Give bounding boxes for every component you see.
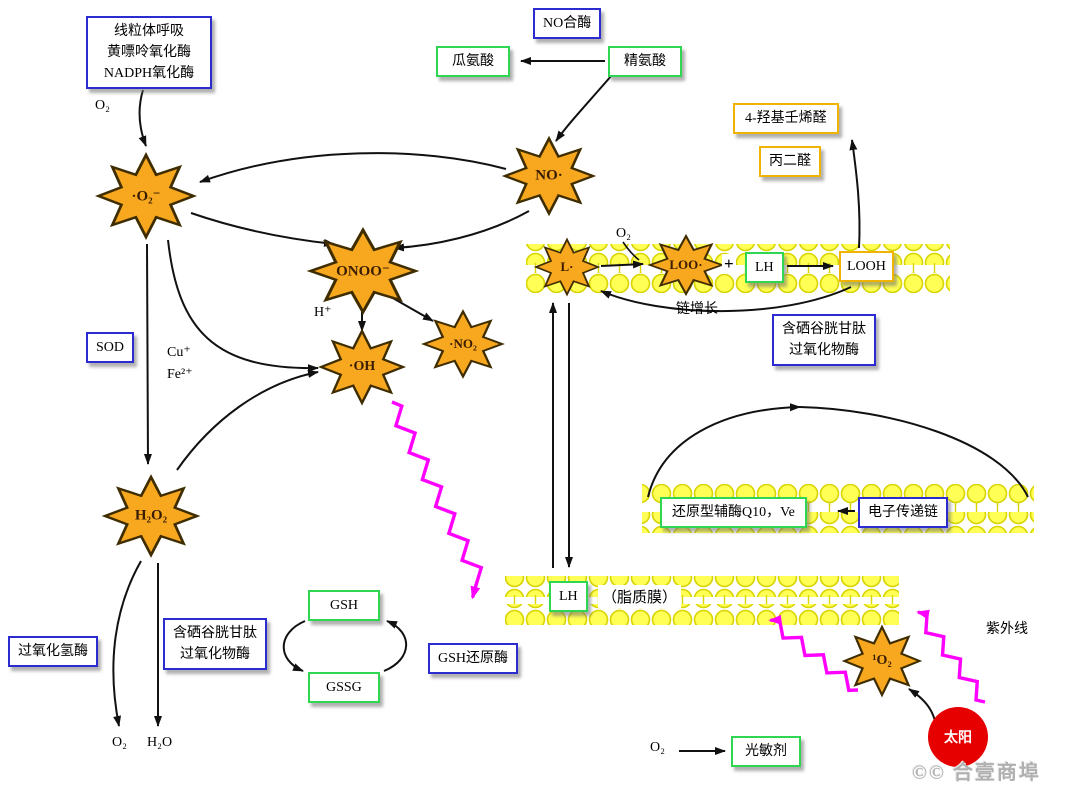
gpx-left-line: 含硒谷胱甘肽 (173, 626, 257, 641)
gpx-right-line: 含硒谷胱甘肽 (782, 322, 866, 337)
box-no-synthase: NO合酶 (533, 8, 602, 39)
sun-icon (928, 707, 988, 767)
ros-source-line: NADPH氧化酶 (103, 66, 195, 81)
h2o2-label: H₂O₂ (134, 507, 168, 524)
box-ros-sources: 线粒体呼吸 黄嘌呤氧化酶 NADPH氧化酶 (86, 16, 212, 89)
watermark-text: 合壹商埠 (952, 762, 1041, 784)
box-looh: LOOH (839, 251, 894, 282)
box-lh-top: LH (745, 252, 784, 283)
superoxide-label: ·O₂⁻ (131, 188, 161, 205)
box-coq10: 还原型辅酶Q10，Ve (660, 497, 807, 528)
hydroxyl-label: ·OH (348, 359, 376, 374)
peroxynitrite-label: ONOO⁻ (336, 263, 390, 280)
reaction-arrows (112, 57, 1029, 755)
box-arginine: 精氨酸 (608, 46, 682, 77)
box-gsh-reductase: GSH还原酶 (428, 643, 519, 674)
o2-membrane-label: O₂ (616, 226, 631, 241)
cu-label: Cu⁺ (167, 345, 191, 360)
gpx-left-line: 过氧化物酶 (180, 647, 250, 662)
box-gpx-right: 含硒谷胱甘肽 过氧化物酶 (772, 314, 876, 366)
l-radical-label: L· (560, 259, 574, 274)
h-plus-label: H⁺ (314, 305, 332, 320)
o2-top-label: O₂ (95, 98, 110, 113)
box-gsh: GSH (308, 590, 381, 621)
no-label: NO· (535, 167, 563, 184)
no2-label: ·NO₂ (449, 336, 477, 351)
chain-growth-label: 链增长 (676, 302, 718, 317)
sun-label: 太阳 (944, 731, 972, 746)
o2-bottom-label: O₂ (112, 735, 127, 750)
o2-photo-label: O₂ (650, 740, 665, 755)
lipid-membrane-label: （脂质膜） (598, 585, 682, 608)
gpx-right-line: 过氧化物酶 (789, 343, 859, 358)
ros-source-line: 线粒体呼吸 (114, 24, 184, 39)
box-citrulline: 瓜氨酸 (436, 46, 510, 77)
singlet-o2-label: ¹O₂ (872, 653, 892, 668)
box-catalase: 过氧化氢酶 (8, 636, 98, 667)
watermark: ©© 合壹商埠 (912, 756, 1041, 785)
fe-label: Fe²⁺ (167, 367, 193, 382)
box-mda: 丙二醛 (759, 146, 821, 177)
box-photosensitizer: 光敏剂 (731, 736, 801, 767)
uv-label: 紫外线 (986, 622, 1028, 637)
box-lh-bottom: LH (549, 581, 588, 612)
loo-radical-label: LOO· (669, 257, 703, 272)
box-gssg: GSSG (308, 672, 380, 703)
zigzag-uv-to-membrane (916, 609, 986, 704)
watermark-copyright-icon: ©© (912, 762, 946, 784)
box-electron-transport-chain: 电子传递链 (858, 497, 948, 528)
zigzag-oh-to-membrane (391, 400, 484, 600)
plus-sign: + (722, 254, 736, 274)
box-hne: 4-羟基壬烯醛 (733, 103, 839, 134)
box-gpx-left: 含硒谷胱甘肽 过氧化物酶 (163, 618, 267, 670)
zigzag-singlet-to-membrane (768, 614, 859, 693)
ros-source-line: 黄嘌呤氧化酶 (107, 45, 191, 60)
box-sod: SOD (86, 332, 135, 363)
h2o-bottom-label: H₂O (147, 735, 173, 750)
membrane-top (526, 244, 950, 293)
radiation-zigzags (391, 400, 986, 704)
